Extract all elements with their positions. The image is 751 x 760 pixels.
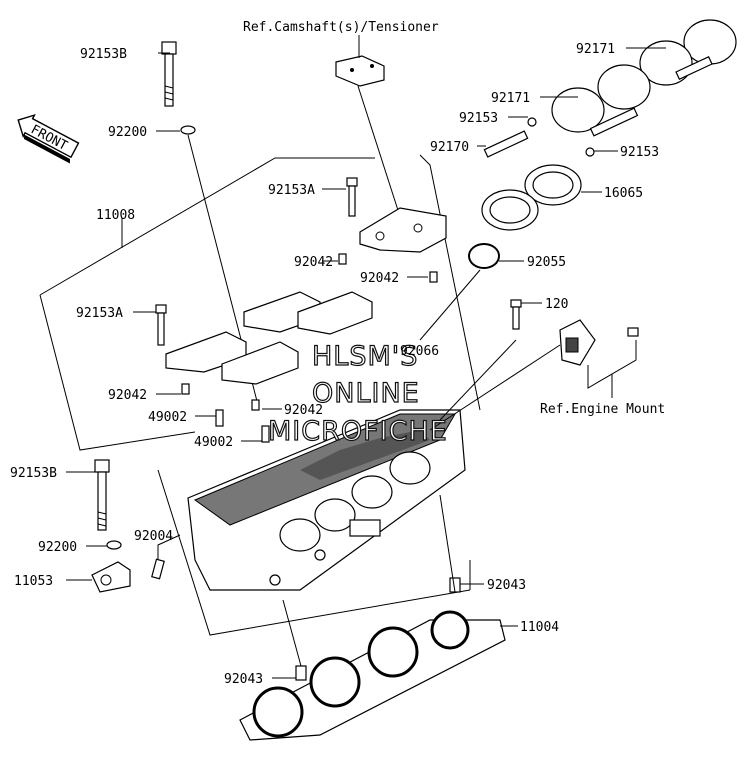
label-92042-c: 92042 bbox=[108, 388, 147, 403]
front-arrow-icon: FRONT bbox=[17, 113, 80, 164]
stud-92004 bbox=[151, 558, 165, 580]
pipe-92170 bbox=[483, 130, 529, 158]
washer-92200-bottom bbox=[106, 540, 122, 550]
label-92004: 92004 bbox=[134, 529, 173, 544]
watermark-line2: ONLINE bbox=[312, 378, 420, 409]
holder-16065 bbox=[524, 164, 582, 206]
label-92042-b: 92042 bbox=[360, 271, 399, 286]
dowel-92042-b bbox=[429, 271, 438, 283]
watermark-line3: MICROFICHE bbox=[268, 416, 448, 447]
bracket-11053 bbox=[91, 561, 131, 593]
cam-cap-b bbox=[297, 291, 373, 335]
watermark-line1: HLSM'S bbox=[312, 341, 418, 372]
label-92066: 92066 bbox=[400, 344, 439, 359]
watermark: HLSM'S ONLINE MICROFICHE bbox=[267, 340, 448, 447]
engine-mount-bracket bbox=[559, 319, 639, 366]
label-92153B-bottom: 92153B bbox=[10, 466, 57, 481]
dowel-92042-d bbox=[251, 399, 260, 411]
bolt-92153B-bottom bbox=[94, 459, 110, 531]
label-49002-a: 49002 bbox=[148, 410, 187, 425]
screw-92153-a bbox=[527, 117, 537, 127]
cam-cap-d bbox=[221, 341, 299, 385]
cam-cap-upper bbox=[359, 207, 447, 253]
clamp-92171-lower bbox=[551, 64, 651, 137]
label-ref-camshaft: Ref.Camshaft(s)/Tensioner bbox=[243, 20, 439, 35]
pin-49002-a bbox=[215, 409, 224, 427]
washer-92200-top bbox=[180, 125, 196, 135]
label-92171-a: 92171 bbox=[576, 42, 615, 57]
label-11053: 11053 bbox=[14, 574, 53, 589]
label-92153B-top: 92153B bbox=[80, 47, 127, 62]
bolt-120 bbox=[510, 299, 522, 330]
dowel-92042-c bbox=[181, 383, 190, 395]
screw-92153-b bbox=[585, 147, 595, 157]
label-11004: 11004 bbox=[520, 620, 559, 635]
pin-49002-b bbox=[261, 425, 270, 443]
holder-assembly-intake bbox=[481, 189, 539, 231]
label-120: 120 bbox=[545, 297, 568, 312]
label-92171-b: 92171 bbox=[491, 91, 530, 106]
label-92043-right: 92043 bbox=[487, 578, 526, 593]
dowel-92042-a bbox=[338, 253, 347, 265]
label-92043-bottom: 92043 bbox=[224, 672, 263, 687]
bolt-92153A-mid bbox=[346, 177, 358, 217]
label-92042-d: 92042 bbox=[284, 403, 323, 418]
label-49002-b: 49002 bbox=[194, 435, 233, 450]
head-gasket-11004 bbox=[239, 610, 506, 741]
leader-lines bbox=[66, 35, 666, 679]
label-11008: 11008 bbox=[96, 208, 135, 223]
label-92200-top: 92200 bbox=[108, 125, 147, 140]
label-92153-a: 92153 bbox=[459, 111, 498, 126]
label-92042-a: 92042 bbox=[294, 255, 333, 270]
bolt-92153B-top bbox=[161, 41, 177, 107]
label-92153-b: 92153 bbox=[620, 145, 659, 160]
label-92153A-left: 92153A bbox=[76, 306, 123, 321]
label-92200-bottom: 92200 bbox=[38, 540, 77, 555]
dowel-92043-bottom bbox=[295, 665, 307, 681]
camshaft-tensioner-bracket bbox=[335, 55, 385, 87]
label-ref-engine-mount: Ref.Engine Mount bbox=[540, 402, 665, 417]
label-92055: 92055 bbox=[527, 255, 566, 270]
label-92153A-mid: 92153A bbox=[268, 183, 315, 198]
cylinder-head bbox=[187, 409, 466, 591]
o-ring-92055 bbox=[468, 243, 500, 269]
bolt-92153A-left bbox=[155, 304, 167, 346]
clamp-92171-upper bbox=[639, 19, 737, 86]
assembly-frame-11008 bbox=[39, 154, 481, 636]
label-16065: 16065 bbox=[604, 186, 643, 201]
label-92170: 92170 bbox=[430, 140, 469, 155]
